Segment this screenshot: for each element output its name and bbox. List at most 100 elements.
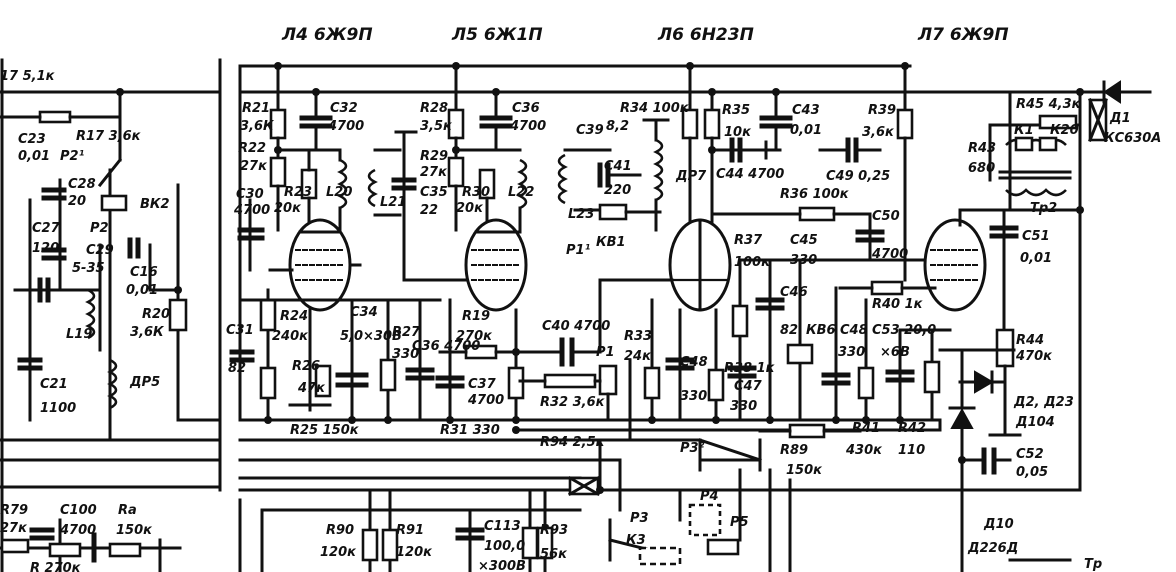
label-c23v: 0,01	[18, 149, 50, 164]
tube-title-l5: Л5 6Ж1П	[451, 25, 543, 45]
component-labels: 17 5,1к C23 0,01 R17 3,6к P2¹ C28 20 ВК2…	[0, 69, 1161, 572]
label-p1: P1	[596, 345, 615, 360]
label-c29: C29	[86, 243, 114, 258]
label-c47: C47	[734, 379, 763, 394]
label-r34: R34 100к	[620, 101, 690, 116]
label-c46v: 82	[780, 323, 798, 338]
label-c31v: 82	[228, 361, 246, 376]
label-r26: R26	[292, 359, 320, 374]
label-d1v: КС630А	[1104, 131, 1161, 146]
label-l22: L22	[508, 185, 534, 200]
label-r43: R43	[968, 141, 996, 156]
label-c21v: 1100	[40, 401, 76, 416]
label-c29v: 5-35	[72, 261, 105, 276]
label-r93: R93	[540, 523, 568, 538]
label-r30: R30	[462, 185, 490, 200]
label-c53: C53 20,0	[872, 323, 936, 338]
stage-l5	[367, 62, 602, 424]
label-c46: C46	[780, 285, 808, 300]
label-r40: R40 1к	[872, 297, 924, 312]
label-r91v: 120к	[396, 545, 433, 560]
label-p4: P4	[700, 489, 719, 504]
label-c34: C34	[350, 305, 378, 320]
label-c16: C16	[130, 265, 158, 280]
label-c28v: 20	[68, 194, 86, 209]
label-p11: P1¹	[566, 243, 591, 258]
label-r89: R89	[780, 443, 808, 458]
label-r44: R44	[1016, 333, 1044, 348]
label-r19: R19	[462, 309, 490, 324]
label-c32: C32	[330, 101, 358, 116]
label-d226: Д226Д	[967, 541, 1018, 556]
label-r17-top: 17 5,1к	[0, 69, 56, 84]
label-c45: C45	[790, 233, 818, 248]
label-r36: R36 100к	[780, 187, 850, 202]
label-r89v: 150к	[786, 463, 823, 478]
label-r17: R17 3,6к	[76, 129, 142, 144]
relay-p1-area	[512, 358, 942, 512]
label-r29: R29	[420, 149, 448, 164]
label-k1: К1	[1014, 123, 1034, 138]
label-r20: R20	[142, 307, 170, 322]
label-c27v: 120	[32, 241, 59, 256]
label-c51v: 0,01	[1020, 251, 1052, 266]
label-p21: P2¹	[60, 149, 85, 164]
label-c28: C28	[68, 177, 96, 192]
label-r24v: 240к	[272, 329, 309, 344]
label-c34v: 5,0×30В	[340, 329, 402, 344]
label-c41v: 220	[604, 183, 631, 198]
bottom-section	[0, 468, 1072, 572]
power-rails	[238, 64, 1152, 572]
label-r79v: 27к	[0, 521, 28, 536]
label-d2: Д2, Д23	[1013, 395, 1074, 410]
diode-d2	[974, 370, 994, 394]
stage-l6	[557, 62, 872, 424]
label-c27: C27	[32, 221, 61, 236]
label-r35: R35	[722, 103, 750, 118]
label-r28: R28	[420, 101, 448, 116]
diode-top	[1103, 80, 1121, 104]
label-r26v: 47к	[297, 381, 326, 396]
choke-dr5	[107, 358, 118, 410]
label-r33: R33	[624, 329, 652, 344]
label-c35: C35	[420, 185, 448, 200]
label-r44v: 470к	[1015, 349, 1053, 364]
label-r43v: 680	[968, 161, 995, 176]
output-stage	[938, 80, 1121, 572]
label-r41v: 430к	[845, 443, 883, 458]
label-r22v: 27к	[240, 159, 268, 174]
label-p3: P3	[630, 511, 649, 526]
label-r21v: 3,6К	[240, 119, 275, 134]
label-c100: C100	[60, 503, 97, 518]
label-c41: C41	[604, 159, 632, 174]
label-r45: R45 4,3к	[1016, 97, 1082, 112]
stage-l7	[818, 62, 1012, 424]
label-r39: R39	[868, 103, 896, 118]
label-r37: R37	[734, 233, 763, 248]
label-d1: Д1	[1109, 111, 1131, 126]
label-r91: R91	[396, 523, 424, 538]
label-c21: C21	[40, 377, 68, 392]
label-c43: C43	[792, 103, 820, 118]
label-c16v: 0,01	[126, 283, 158, 298]
label-c30v: 4700	[233, 203, 270, 218]
label-c48bv: 330	[838, 345, 865, 360]
label-r33v: 24к	[624, 349, 652, 364]
label-r93v: 56к	[540, 547, 568, 562]
label-c32v: 4700	[327, 119, 364, 134]
label-d10: Д10	[983, 517, 1014, 532]
label-c113v: 100,0	[484, 539, 525, 554]
label-r35v: 10к	[724, 125, 752, 140]
stage-l4	[229, 62, 442, 424]
tube-title-l7: Л7 6Ж9П	[917, 25, 1009, 45]
label-r90v: 120к	[320, 545, 357, 560]
label-c113: C113	[484, 519, 521, 534]
resistor-r17-top	[38, 110, 72, 124]
label-kb6: КВ6	[806, 323, 836, 338]
label-c35v: 22	[420, 203, 438, 218]
label-k20: К20	[1050, 123, 1079, 138]
label-c39: C39	[576, 123, 604, 138]
label-r19v: 270к	[456, 329, 493, 344]
label-r39v: 3,6к	[862, 125, 895, 140]
